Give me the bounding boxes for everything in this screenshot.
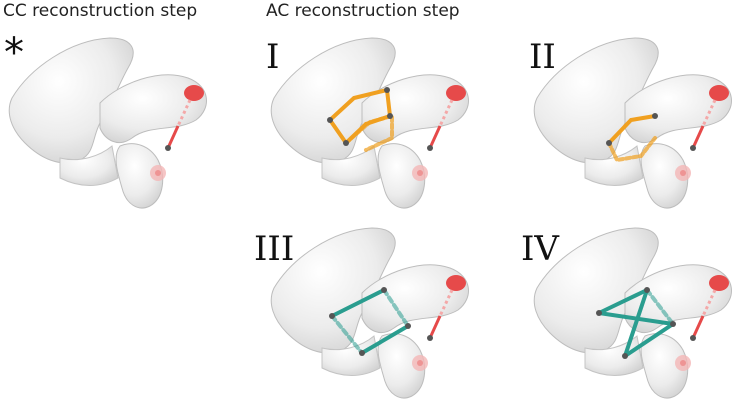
shoulder-model	[269, 226, 470, 400]
cc-step-heading: CC reconstruction step	[3, 1, 198, 21]
panel-cc: *	[0, 28, 222, 213]
panel-ac-1: I	[262, 28, 484, 213]
ac-graft-orange-single	[607, 114, 657, 163]
panel-ac-2: II	[525, 28, 747, 213]
shoulder-model	[532, 226, 733, 400]
panel-label: IV	[521, 229, 559, 269]
panel-label: *	[4, 30, 24, 76]
panel-label: I	[266, 37, 280, 77]
panel-label: II	[529, 37, 556, 77]
shoulder-model	[269, 36, 470, 210]
panel-ac-4: IV	[521, 218, 747, 403]
shoulder-model	[7, 36, 208, 210]
ac-graft-teal-parallel	[330, 288, 410, 355]
panel-ac-3: III	[254, 218, 484, 403]
ac-step-heading: AC reconstruction step	[266, 1, 460, 21]
panel-label: III	[254, 229, 295, 269]
ac-graft-teal-cross	[597, 288, 675, 358]
shoulder-model	[532, 36, 733, 210]
